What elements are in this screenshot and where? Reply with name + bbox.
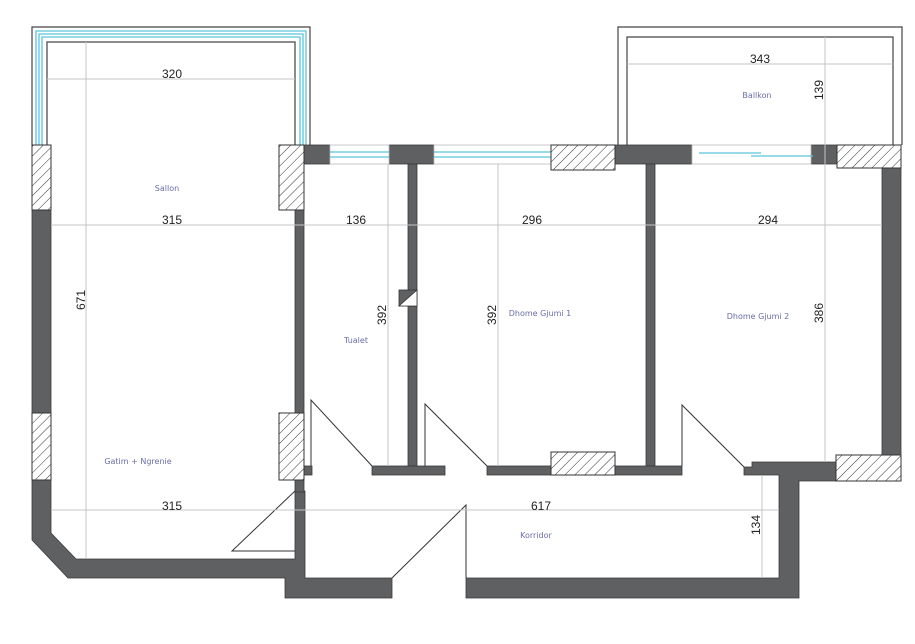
room-label-gatim: Gatim + Ngrenie — [104, 457, 171, 466]
wall-sallon-right — [294, 209, 305, 416]
dim-living-height: 671 — [74, 290, 88, 310]
wall-corridor-right — [465, 461, 837, 599]
dim-dhome2-height: 386 — [812, 303, 826, 323]
windows — [329, 144, 813, 165]
room-labels: Sallon Gatim + Ngrenie Tualet Dhome Gjum… — [104, 91, 789, 540]
dim-korridor-width: 134 — [749, 515, 763, 535]
dim-tualet-height: 392 — [375, 305, 389, 325]
wall-bedroom-partition — [645, 163, 656, 467]
wall-tualet-partition — [407, 163, 418, 467]
room-label-sallon: Sallon — [155, 184, 179, 193]
dim-sallon-width: 315 — [162, 213, 182, 227]
dim-dhome2-width: 294 — [758, 213, 778, 227]
dim-korridor-length: 617 — [531, 499, 551, 513]
room-label-dhome1: Dhome Gjumi 1 — [509, 309, 572, 318]
dim-ballkon-width: 343 — [750, 52, 770, 66]
sallon-glazed-bay — [31, 26, 311, 145]
balcony-outline — [617, 26, 903, 145]
wall-left-outer — [31, 209, 52, 414]
room-label-ballkon: Ballkon — [742, 91, 771, 100]
dim-sallon-top-width: 320 — [162, 67, 182, 81]
pillars — [31, 144, 902, 482]
room-label-dhome2: Dhome Gjumi 2 — [727, 312, 790, 321]
door-tualet — [310, 398, 373, 467]
wall-top-1 — [303, 144, 331, 165]
door-entrance-left — [230, 490, 296, 552]
doors — [230, 398, 745, 579]
dim-dhome1-width: 296 — [522, 213, 542, 227]
dimension-labels: 320 315 315 671 136 392 296 392 294 386 … — [74, 52, 826, 535]
dim-ballkon-depth: 139 — [812, 80, 826, 100]
dimension-lines — [47, 37, 893, 578]
dim-dhome1-height: 392 — [485, 305, 499, 325]
dim-tualet-width: 136 — [346, 213, 366, 227]
wall-right-outer — [881, 167, 902, 456]
door-dhome2 — [681, 403, 745, 468]
door-dhome1 — [424, 402, 488, 467]
wall-top-4 — [810, 144, 838, 165]
room-label-korridor: Korridor — [520, 531, 552, 540]
door-entrance-right — [391, 503, 467, 579]
dim-gatim-width: 315 — [162, 499, 182, 513]
wall-top-2 — [388, 144, 435, 165]
wall-top-3 — [614, 144, 693, 165]
walls — [31, 144, 902, 599]
room-label-tualet: Tualet — [343, 336, 368, 345]
